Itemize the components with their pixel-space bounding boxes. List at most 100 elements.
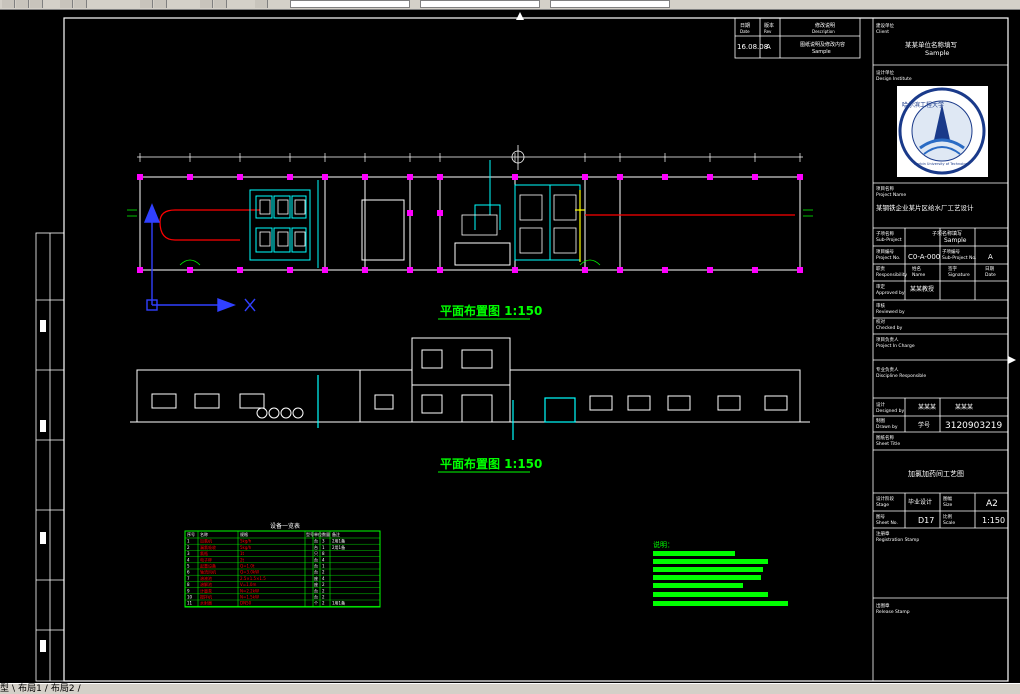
table-cell: 3: [322, 539, 325, 544]
save-icon[interactable]: [30, 0, 43, 8]
new-icon[interactable]: [2, 0, 15, 8]
table-cell: 4: [187, 557, 190, 562]
layer-dropdown[interactable]: [290, 0, 410, 8]
svg-text:签字: 签字: [948, 265, 957, 272]
svg-text:Sample: Sample: [812, 49, 831, 55]
table-cell: 漏氯吸收: [200, 544, 216, 550]
table-cell: 1: [322, 545, 325, 550]
table-cell: 座: [314, 575, 318, 581]
table-cell: 计量泵: [200, 587, 212, 593]
equipment-table-header: 单位: [314, 531, 322, 537]
designed-name: 某某某: [918, 404, 936, 411]
structural-columns: [137, 174, 803, 273]
svg-text:比例: 比例: [943, 513, 952, 520]
print-icon[interactable]: [60, 0, 73, 8]
svg-text:Rev: Rev: [764, 29, 772, 34]
open-icon[interactable]: [16, 0, 29, 8]
svg-text:图号: 图号: [876, 514, 885, 520]
linetype-dropdown[interactable]: [420, 0, 540, 8]
table-cell: 1: [187, 539, 190, 544]
table-cell: 5kg/h: [240, 545, 252, 550]
tab-layout2[interactable]: 布局2: [50, 684, 75, 694]
tab-layout1[interactable]: 布局1: [18, 684, 42, 694]
svg-text:Sample: Sample: [925, 49, 949, 57]
elevation-equipment: [317, 375, 576, 440]
table-cell: 2用1备: [332, 544, 345, 550]
sheet-size: A2: [986, 499, 998, 509]
design-stage: 毕业设计: [908, 498, 932, 506]
table-cell: 电子秤: [200, 556, 212, 562]
svg-text:Discipline Responsible: Discipline Responsible: [876, 373, 926, 379]
pan-icon[interactable]: [255, 0, 268, 8]
svg-text:Release Stamp: Release Stamp: [876, 609, 910, 615]
svg-text:审定: 审定: [876, 283, 885, 290]
table-cell: 轴流风机: [200, 569, 216, 575]
binding-strip: [35, 232, 65, 682]
sheet-rev: A: [988, 253, 993, 261]
notes-title: 说明：: [653, 540, 674, 549]
equipment-table-header: 数量: [322, 531, 330, 537]
svg-text:Project Name: Project Name: [876, 192, 906, 198]
svg-text:学号: 学号: [918, 421, 930, 429]
sheet-scale: 1:150: [982, 516, 1005, 525]
svg-text:姓名: 姓名: [912, 265, 921, 272]
svg-text:Approved by: Approved by: [876, 290, 905, 296]
table-cell: 2: [187, 545, 190, 550]
table-cell: 1: [322, 564, 325, 569]
table-cell: 台: [314, 538, 318, 544]
svg-text:审核: 审核: [876, 302, 885, 309]
copy-icon[interactable]: [154, 0, 167, 8]
svg-text:设计阶段: 设计阶段: [876, 495, 894, 502]
svg-text:子项编号: 子项编号: [942, 248, 960, 255]
table-cell: 座: [314, 581, 318, 587]
equipment-table-title: 设备一览表: [270, 522, 300, 530]
rev-date: 16.08.08: [737, 43, 768, 51]
svg-text:图纸名称: 图纸名称: [876, 434, 894, 441]
undo-icon[interactable]: [200, 0, 213, 8]
student-number: 3120903219: [945, 421, 1003, 431]
table-cell: 溶解池: [200, 581, 212, 587]
project-name: 某钢铁企业某片区给水厂工艺设计: [876, 203, 974, 212]
svg-text:注册章: 注册章: [876, 530, 890, 537]
table-cell: 2用1备: [332, 538, 345, 544]
redo-icon[interactable]: [214, 0, 227, 8]
table-cell: 9: [187, 588, 190, 593]
table-cell: 4: [322, 557, 325, 562]
svg-text:Scale: Scale: [943, 520, 955, 526]
table-cell: 2t: [240, 557, 245, 562]
floor-plan-building: [139, 176, 801, 271]
tab-model[interactable]: 型: [0, 684, 10, 694]
svg-text:设计: 设计: [876, 401, 885, 408]
svg-text:项目编号: 项目编号: [876, 248, 894, 255]
svg-text:Sub-Project No.: Sub-Project No.: [942, 255, 977, 261]
table-cell: 10: [187, 595, 193, 600]
svg-text:Sheet No.: Sheet No.: [876, 520, 898, 526]
revision-table: [734, 17, 861, 59]
title-block: [872, 17, 1009, 682]
cut-icon[interactable]: [140, 0, 153, 8]
color-dropdown[interactable]: [550, 0, 670, 8]
svg-text:出图章: 出图章: [876, 602, 890, 609]
table-cell: V=1.0m: [240, 582, 256, 587]
table-cell: 搅拌机: [200, 594, 212, 600]
table-cell: 溶液池: [200, 575, 212, 581]
equipment-table-header: 序号: [187, 531, 195, 537]
table-cell: 6: [187, 570, 190, 575]
sheet-title: 加氯加药间工艺图: [908, 469, 964, 478]
table-cell: 7: [187, 576, 190, 581]
table-cell: Q=1.0t: [240, 564, 255, 569]
rev-rev: A: [766, 43, 771, 51]
table-cell: 3: [187, 551, 190, 556]
table-cell: 2: [322, 595, 325, 600]
sheet-number: D17: [918, 516, 934, 525]
table-cell: 台: [314, 544, 318, 550]
rev-rev-header: 版本: [764, 22, 774, 29]
elevation-title: 平面布置图 1:150: [440, 456, 542, 471]
table-cell: 氯瓶: [200, 550, 208, 556]
svg-text:Date: Date: [740, 29, 750, 34]
design-notes: 说明：: [653, 540, 788, 606]
table-cell: 台: [314, 563, 318, 569]
preview-icon[interactable]: [74, 0, 87, 8]
